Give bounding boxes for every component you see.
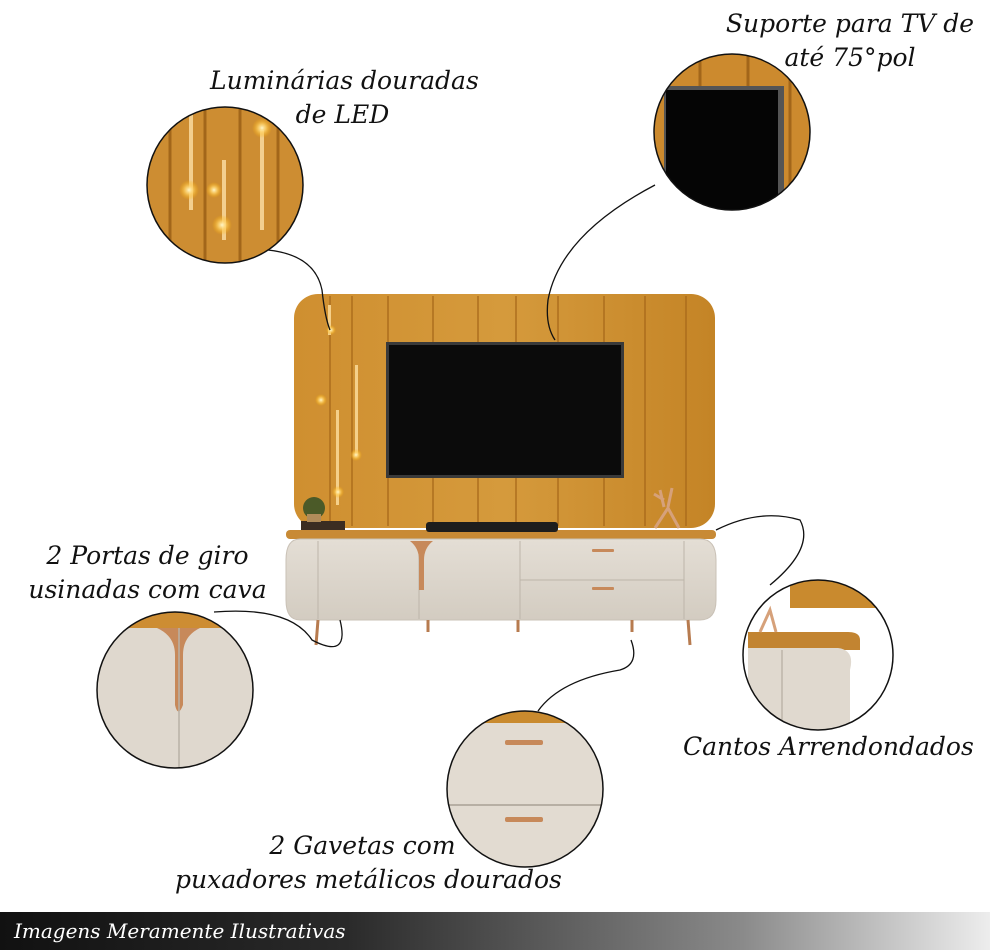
deer-sculpture-icon [653, 487, 681, 529]
caption-line: Suporte para TV de [725, 9, 975, 38]
tv-support-caption: Suporte para TV de até 75°pol [725, 7, 975, 75]
tv-cabinet [285, 487, 717, 646]
tv-support-detail-circle [653, 53, 811, 211]
caption-line: Cantos Arrendondados [683, 732, 974, 761]
caption-line: 2 Portas de giro [46, 541, 249, 570]
caption-line: 2 Gavetas com [269, 831, 456, 860]
caption-line: usinadas com cava [28, 575, 267, 604]
led-lights-caption: Luminárias douradas de LED [210, 64, 479, 132]
tv-icon [386, 342, 624, 478]
caption-line: até 75°pol [784, 43, 916, 72]
disclaimer-text: Imagens Meramente Ilustrativas [14, 919, 346, 943]
caption-line: Luminárias douradas [210, 66, 479, 95]
drawers-detail-circle [446, 710, 604, 868]
door-detail-circle [96, 611, 254, 769]
tv-panel [294, 294, 715, 528]
caption-line: puxadores metálicos dourados [175, 865, 562, 894]
callout-lines [213, 184, 805, 712]
plant-icon [301, 497, 345, 530]
doors-caption: 2 Portas de giro usinadas com cava [25, 539, 270, 607]
rounded-corner-detail-circle [742, 579, 894, 731]
soundbar-icon [426, 522, 558, 532]
disclaimer-bar: Imagens Meramente Ilustrativas [0, 912, 990, 950]
caption-line: de LED [295, 100, 390, 129]
drawers-caption: 2 Gavetas com puxadores metálicos dourad… [175, 829, 562, 897]
rounded-corners-caption: Cantos Arrendondados [683, 730, 974, 764]
led-light-icon [315, 305, 362, 505]
led-detail-circle [146, 106, 304, 264]
